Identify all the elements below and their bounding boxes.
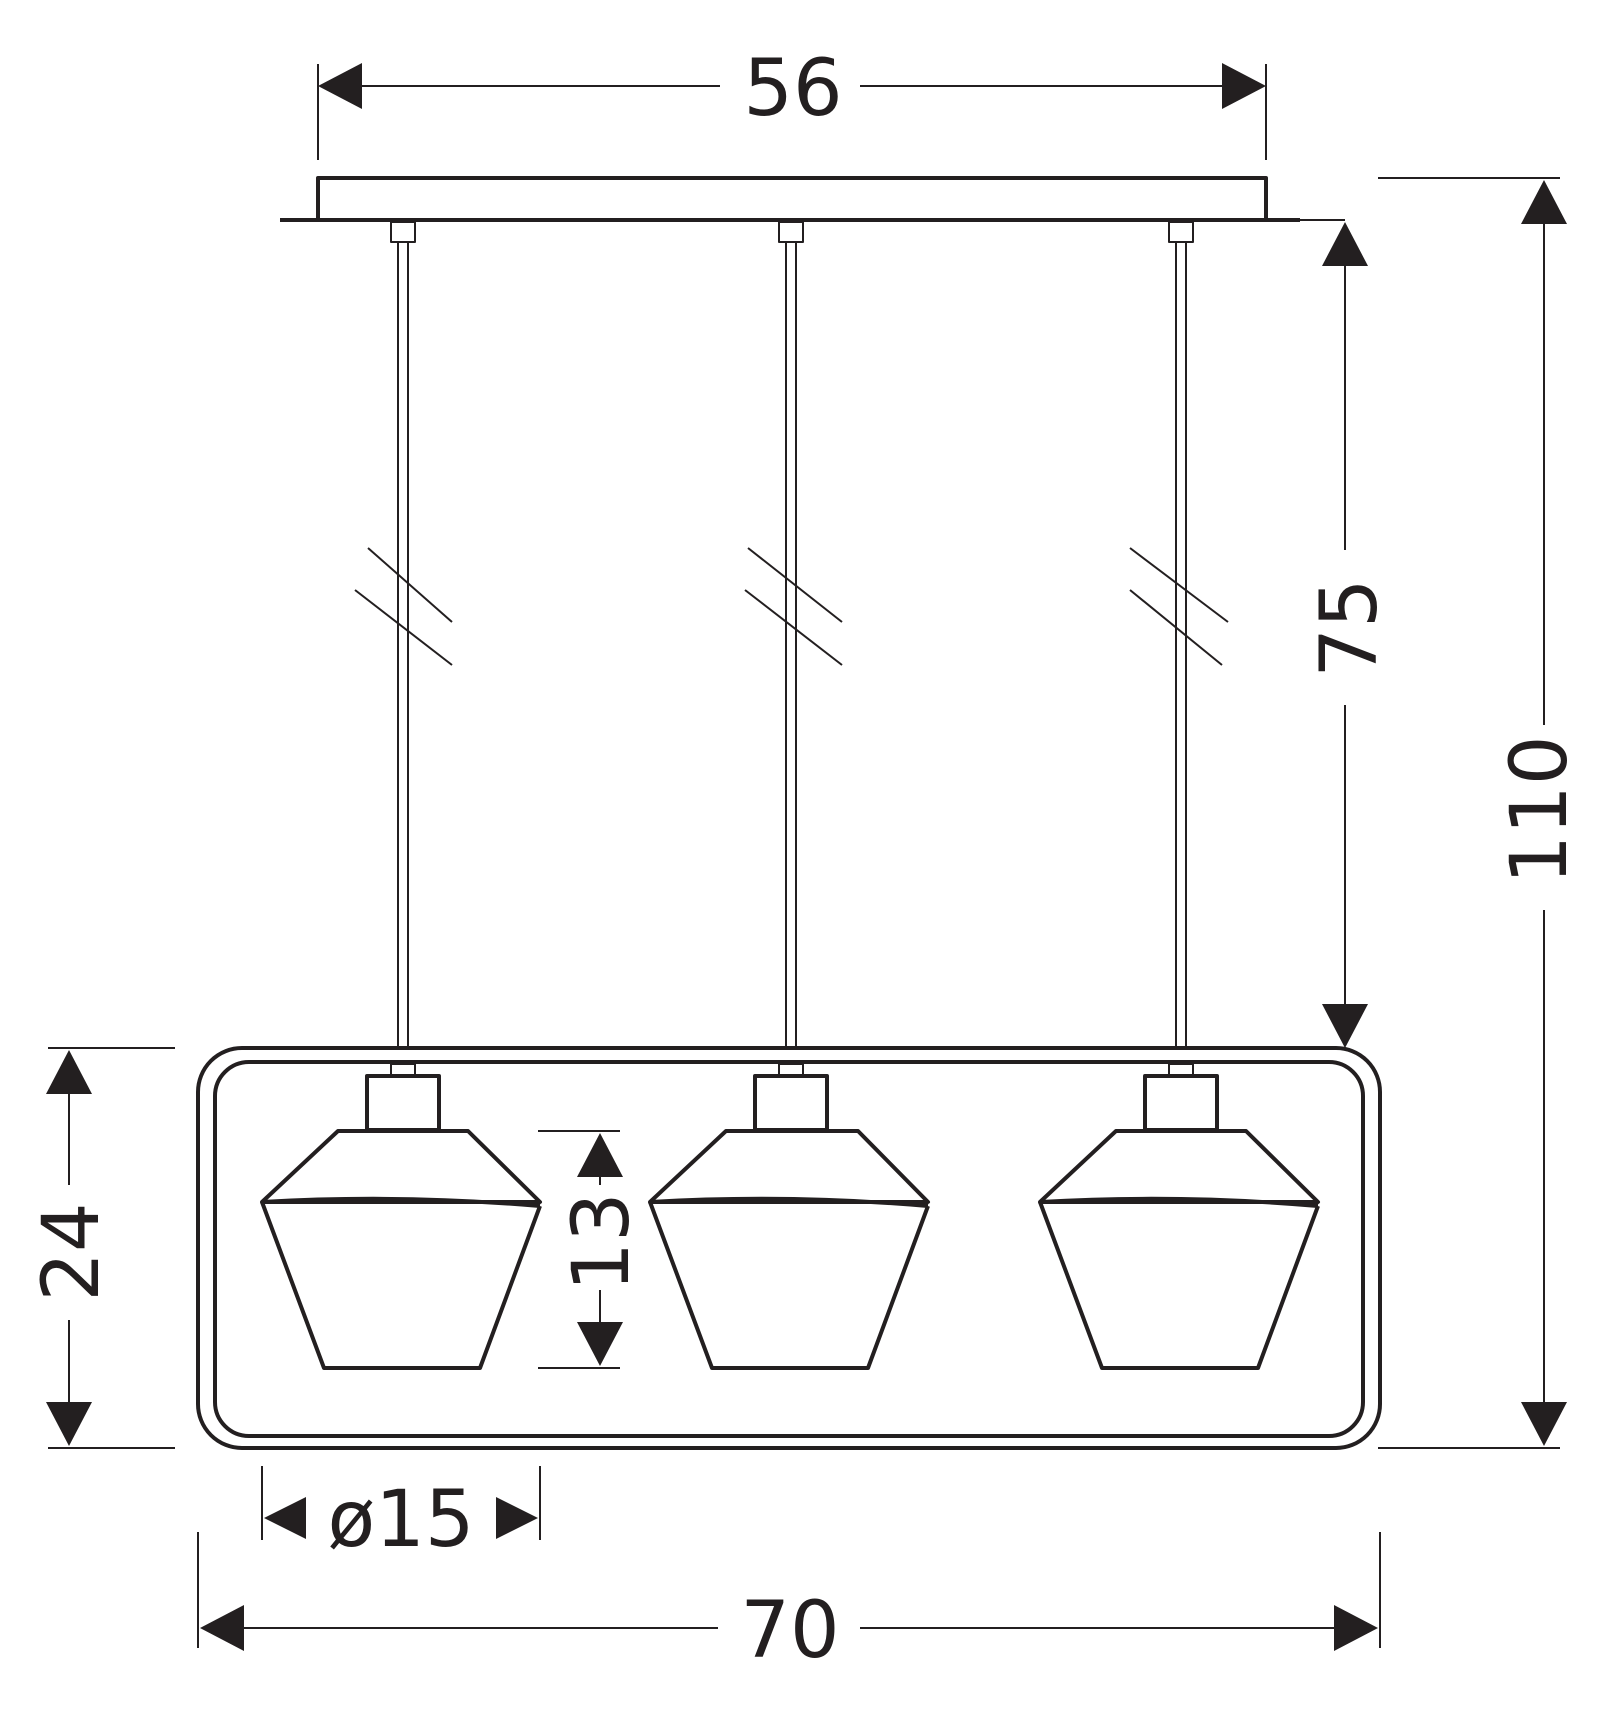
dim-label-shade-height: 13 <box>557 1192 647 1291</box>
dim-label-frame-height: 24 <box>27 1202 117 1301</box>
dim-label-total-height: 110 <box>1495 736 1585 885</box>
ceiling-canopy <box>280 176 1300 222</box>
dim-label-total-width: 70 <box>740 1586 839 1676</box>
dim-label-canopy-width: 56 <box>743 44 842 134</box>
rectangular-frame <box>196 1046 1382 1450</box>
dim-label-shade-diameter: ø15 <box>328 1475 475 1565</box>
dimension-total-width: 70 <box>197 1532 1381 1676</box>
dimension-canopy-width: 56 <box>317 44 1267 160</box>
lamp-shade-center <box>648 1063 930 1370</box>
dimension-shade-diameter: ø15 <box>261 1466 541 1565</box>
suspension-cables <box>390 221 1194 1050</box>
cable-break-marks <box>354 547 1229 666</box>
dimension-total-height: 110 <box>1378 177 1585 1449</box>
dim-label-cable-length: 75 <box>1305 578 1395 677</box>
dimension-frame-height: 24 <box>27 1047 175 1449</box>
dimension-shade-height: 13 <box>538 1130 647 1369</box>
lamp-shade-left <box>260 1063 542 1370</box>
lamp-shade-right <box>1038 1063 1320 1370</box>
dimension-cable-length: 75 <box>1300 219 1395 1048</box>
